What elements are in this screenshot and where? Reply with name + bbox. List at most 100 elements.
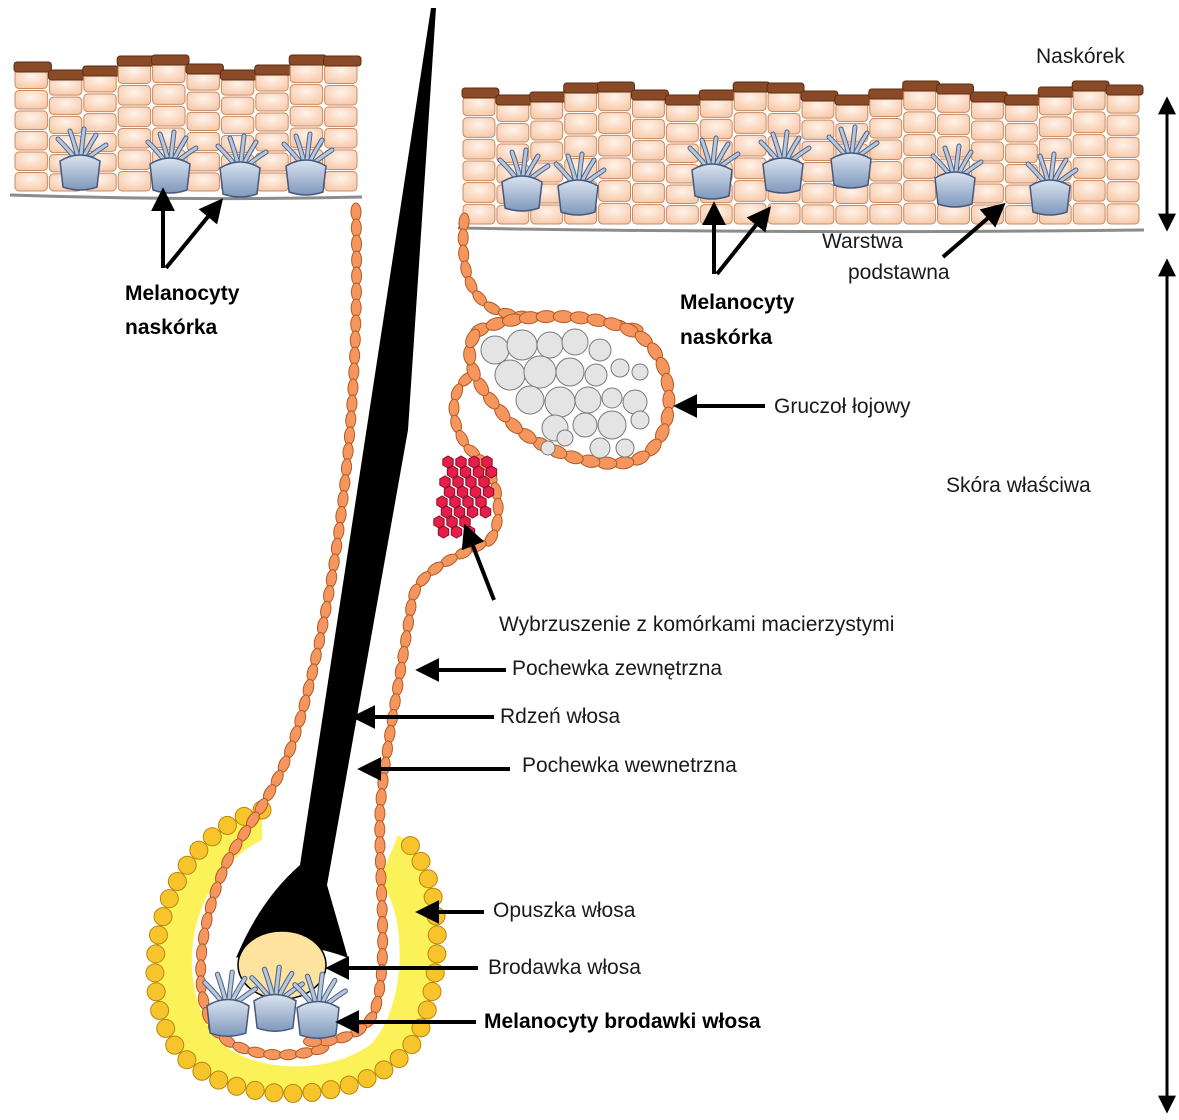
keratin-cell [903, 81, 940, 91]
keratin-cell [324, 56, 361, 66]
epidermal-cell [1073, 112, 1105, 133]
epidermal-cell [290, 106, 322, 126]
basal-layer-label-line1: Warstwa [822, 229, 903, 255]
sheath-cell [319, 600, 332, 620]
sheath-cell [458, 245, 469, 264]
stem-cell [460, 466, 470, 478]
bulb-cell [168, 872, 186, 890]
epidermal-cell [497, 124, 529, 143]
papilla-melanocytes-label: Melanocyty brodawki włosa [484, 1009, 761, 1035]
sheath-cell [377, 916, 387, 934]
keratin-cell [255, 65, 292, 75]
bulb-cell [375, 1061, 393, 1079]
bulb-cell [193, 1062, 211, 1080]
keratin-cell [937, 84, 974, 94]
epidermal-cell [802, 184, 834, 203]
sebocyte [556, 358, 584, 386]
epidermal-cell [870, 97, 902, 117]
epidermal-cell [84, 94, 116, 112]
keratin-cell [801, 91, 838, 101]
sebocyte [623, 390, 647, 414]
epidermal-cell [118, 86, 150, 106]
stem-cell [467, 506, 477, 518]
bulb-cell [403, 1035, 421, 1053]
keratin-cell [1038, 87, 1075, 97]
sheath-cell [351, 219, 361, 237]
epidermal-cell [1039, 95, 1071, 115]
keratin-cell [665, 95, 702, 105]
melanocytes-right-label-line2: naskórka [680, 325, 772, 351]
epidermal-cell [325, 129, 357, 149]
epidermal-cell [153, 63, 185, 83]
epidermal-cell [256, 113, 288, 131]
sheath-cell [346, 395, 357, 414]
epidermal-cell [118, 129, 150, 149]
keratin-cell [117, 56, 154, 66]
epidermal-cell [1107, 93, 1139, 113]
keratin-cell [1106, 85, 1143, 95]
epidermal-cell [870, 162, 902, 182]
keratin-cell [152, 55, 189, 65]
keratin-cell [220, 70, 257, 80]
epidermal-cell [1073, 180, 1105, 201]
epidermal-cell [187, 153, 219, 171]
sebocyte [545, 387, 575, 417]
epidermal-cell [187, 173, 219, 191]
epidermal-cell [153, 106, 185, 126]
bulb-cell [178, 856, 196, 874]
sebocyte [537, 332, 563, 358]
epidermal-cell [187, 72, 219, 90]
epidermal-cell [15, 91, 47, 110]
epidermal-cell [633, 141, 665, 160]
bulb-cell [322, 1081, 340, 1099]
bulb-cell [401, 837, 419, 855]
sebocyte [516, 386, 544, 414]
bulb-cell [428, 945, 446, 963]
keratin-cell [48, 70, 85, 80]
epidermal-cell [768, 91, 800, 112]
epidermal-cell [1107, 182, 1139, 202]
bulb-cell [412, 852, 430, 870]
sheath-cell [352, 267, 362, 285]
epidermal-cell [463, 139, 495, 159]
sebocyte [495, 360, 525, 390]
epidermal-cell [666, 206, 698, 225]
sheath-cell [350, 331, 361, 349]
epidermal-cell [700, 205, 732, 224]
epidermal-cell [49, 116, 81, 133]
sheath-cell [347, 379, 358, 398]
epidermal-cell [836, 103, 868, 122]
epidermal-cell [666, 124, 698, 143]
dermis-label: Skóra właściwa [946, 473, 1091, 499]
sebaceous-gland [463, 310, 675, 469]
sheath-cell [378, 932, 388, 950]
epidermal-cell [938, 92, 970, 112]
epidermal-cell [599, 203, 631, 224]
bulb-cell [190, 841, 208, 859]
dermal-papilla-label: Brodawka włosa [488, 955, 641, 981]
stem-cell [451, 526, 461, 538]
epidermal-cell [49, 78, 81, 95]
sheath-cell [375, 804, 385, 822]
epidermal-cell [1005, 144, 1037, 163]
sheath-cell [295, 1046, 314, 1059]
epidermal-cell [938, 114, 970, 134]
keratin-cell [14, 62, 51, 72]
sheath-cell [375, 821, 385, 839]
sebocyte [590, 438, 610, 458]
sheath-cell [305, 663, 319, 683]
stem-cell [438, 526, 448, 538]
epidermal-cell [15, 70, 47, 89]
sebocyte [573, 413, 597, 437]
sheath-cell [196, 960, 206, 978]
epidermal-cell [734, 90, 766, 111]
epidermal-cell [904, 203, 936, 224]
epidermal-cell [1107, 160, 1139, 180]
stem-cell [447, 466, 457, 478]
sheath-cell [449, 399, 459, 417]
epidermal-cell [870, 119, 902, 139]
epidermal-cell [836, 206, 868, 225]
epidermal-cell [565, 91, 597, 112]
sheath-cell [351, 315, 362, 333]
sheath-cell [349, 347, 360, 365]
